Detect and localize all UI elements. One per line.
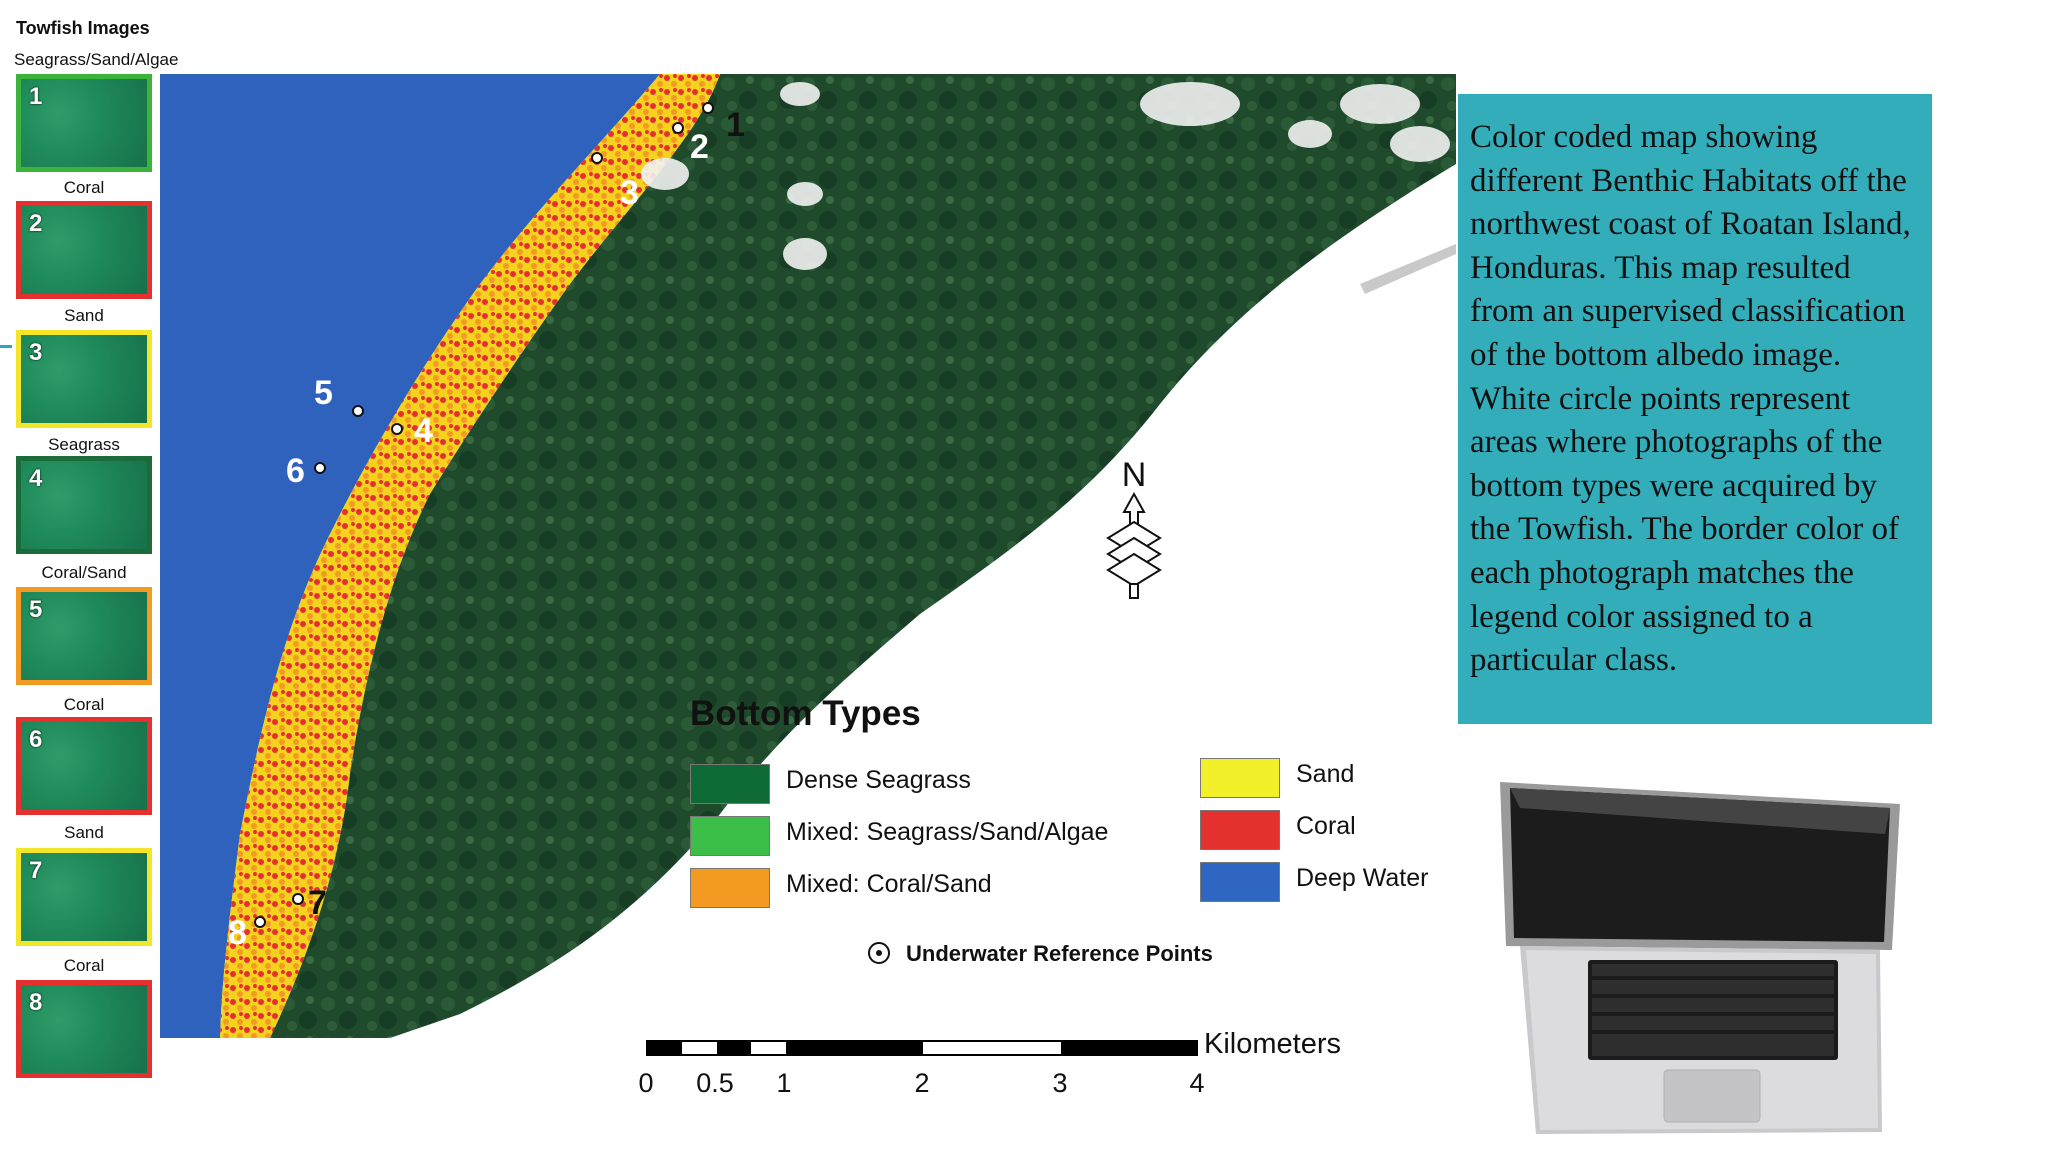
legend-label: Mixed: Coral/Sand <box>786 870 992 898</box>
reference-point-4 <box>391 423 403 435</box>
north-label: N <box>1122 458 1147 494</box>
legend-label: Mixed: Seagrass/Sand/Algae <box>786 818 1109 846</box>
deep-water-region <box>160 74 660 1038</box>
thumbnail-number: 3 <box>29 339 43 366</box>
scale-tick-label: 4 <box>1189 1068 1205 1098</box>
thumbnail-number: 4 <box>29 465 43 492</box>
reference-point-icon <box>868 942 890 964</box>
towfish-thumbnail: 3 <box>16 330 152 428</box>
legend-swatch <box>690 764 770 804</box>
reference-points-label: Underwater Reference Points <box>906 941 1213 966</box>
towfish-thumbnail: 7 <box>16 848 152 946</box>
scale-unit: Kilometers <box>1204 1028 1341 1060</box>
scale-tick-label: 2 <box>914 1068 930 1098</box>
legend-swatch <box>690 868 770 908</box>
legend-swatch <box>690 816 770 856</box>
scale-tick-label: 0.5 <box>696 1068 734 1098</box>
legend-label: Coral <box>1296 812 1356 840</box>
accent-line <box>0 345 12 348</box>
thumbnail-number: 5 <box>29 596 43 623</box>
thumbnail-caption: Coral <box>63 695 105 714</box>
scale-tick-label: 0 <box>638 1068 654 1098</box>
thumbnail-caption: Coral/Sand <box>41 563 127 582</box>
point-label-3: 3 <box>620 174 639 212</box>
towfish-thumbnail: 5 <box>16 587 152 685</box>
reef-band <box>220 74 720 1038</box>
towfish-thumbnail: 2 <box>16 201 152 299</box>
point-label-6: 6 <box>286 452 305 490</box>
scale-tick-label: 3 <box>1052 1068 1068 1098</box>
thumbnail-caption: Sand <box>64 823 104 842</box>
thumbnail-number: 8 <box>29 989 43 1016</box>
reference-point-7 <box>292 893 304 905</box>
thumbnail-number: 1 <box>29 83 43 110</box>
thumbnail-caption: Coral <box>63 178 105 197</box>
thumbnail-caption: Coral <box>63 956 105 975</box>
reference-point-8 <box>254 916 266 928</box>
point-label-2: 2 <box>690 128 709 166</box>
reference-point-1 <box>702 102 714 114</box>
legend-title: Bottom Types <box>690 694 921 733</box>
reference-point-5 <box>352 405 364 417</box>
panel-title: Towfish Images <box>16 18 150 38</box>
point-label-7: 7 <box>308 884 327 922</box>
land-region <box>270 74 1456 1038</box>
legend-label: Dense Seagrass <box>786 766 971 794</box>
scale-bar <box>646 1040 1198 1056</box>
thumbnail-caption: Seagrass <box>48 435 120 454</box>
description-box: Color coded map showing different Benthi… <box>1458 94 1932 724</box>
legend-swatch <box>1200 758 1280 798</box>
north-arrow-icon: N <box>1104 456 1164 602</box>
legend-label: Sand <box>1296 760 1355 788</box>
thumbnail-number: 6 <box>29 726 43 753</box>
reference-point-6 <box>314 462 326 474</box>
towfish-thumbnail: 1 <box>16 74 152 172</box>
towfish-thumbnail: 6 <box>16 717 152 815</box>
benthic-habitat-map: 1 2 3 4 5 6 7 8 <box>160 74 1456 1038</box>
legend-swatch <box>1200 810 1280 850</box>
thumbnail-number: 7 <box>29 857 43 884</box>
scale-tick-label: 1 <box>776 1068 792 1098</box>
legend-swatch <box>1200 862 1280 902</box>
legend-label: Deep Water <box>1296 864 1429 892</box>
towfish-thumbnail: 4 <box>16 456 152 554</box>
point-label-5: 5 <box>314 374 333 412</box>
thumbnail-caption: Sand <box>64 306 104 325</box>
thumbnail-number: 2 <box>29 210 43 237</box>
description-text: Color coded map showing different Benthi… <box>1470 119 1911 679</box>
point-label-1: 1 <box>726 106 745 144</box>
panel-subtitle: Seagrass/Sand/Algae <box>14 50 179 69</box>
reference-point-3 <box>591 152 603 164</box>
point-label-8: 8 <box>228 914 247 952</box>
laptop-icon <box>1480 770 1920 1140</box>
towfish-thumbnail: 8 <box>16 980 152 1078</box>
reference-point-2 <box>672 122 684 134</box>
point-label-4: 4 <box>414 412 433 450</box>
